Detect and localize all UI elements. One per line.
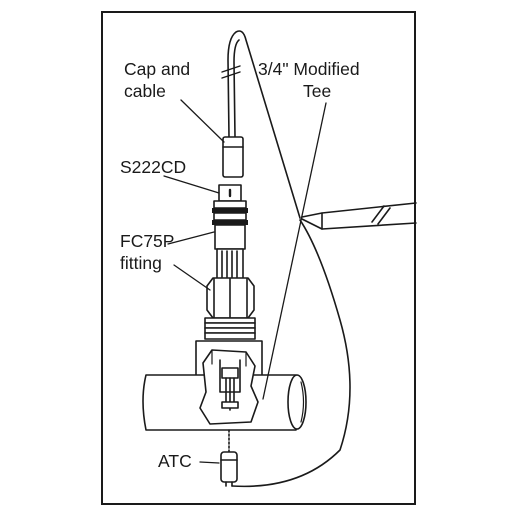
sensor-cable xyxy=(221,30,301,219)
label-fc75p-line2: fitting xyxy=(120,253,162,273)
label-tee-line1: 3/4" Modified xyxy=(258,59,360,79)
label-atc: ATC xyxy=(158,451,192,471)
atc-probe xyxy=(220,219,351,488)
label-s222cd: S222CD xyxy=(120,157,187,177)
leader-lines xyxy=(163,99,327,464)
sensor-s222cd xyxy=(212,184,248,280)
output-cable xyxy=(301,202,417,230)
diagram-frame xyxy=(101,11,416,505)
label-cap-and-cable-line2: cable xyxy=(124,81,166,101)
fc75p-fitting xyxy=(204,277,256,340)
label-fc75p-line1: FC75P xyxy=(120,231,175,251)
label-tee-line2: Tee xyxy=(303,81,332,101)
modified-tee xyxy=(142,340,307,431)
label-cap-and-cable-line1: Cap and xyxy=(124,59,191,79)
sensor-cap xyxy=(222,136,244,178)
